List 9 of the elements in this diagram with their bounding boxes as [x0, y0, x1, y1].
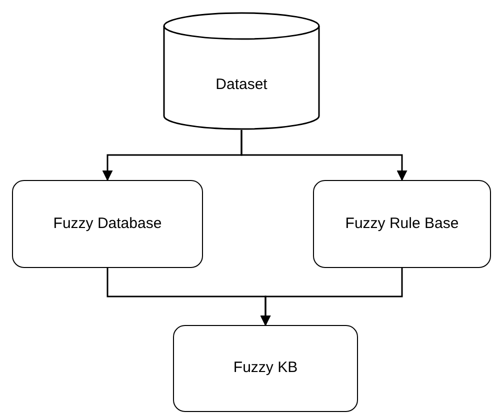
node-label: Fuzzy Rule Base — [345, 214, 459, 234]
process-box — [173, 325, 358, 412]
process-box — [12, 180, 203, 268]
arrow — [260, 268, 403, 326]
node-label: Fuzzy Database — [53, 214, 162, 234]
process-box — [313, 180, 491, 268]
node-label: Dataset — [216, 74, 268, 95]
node-label: Fuzzy KB — [233, 358, 298, 378]
arrow — [240, 130, 408, 182]
